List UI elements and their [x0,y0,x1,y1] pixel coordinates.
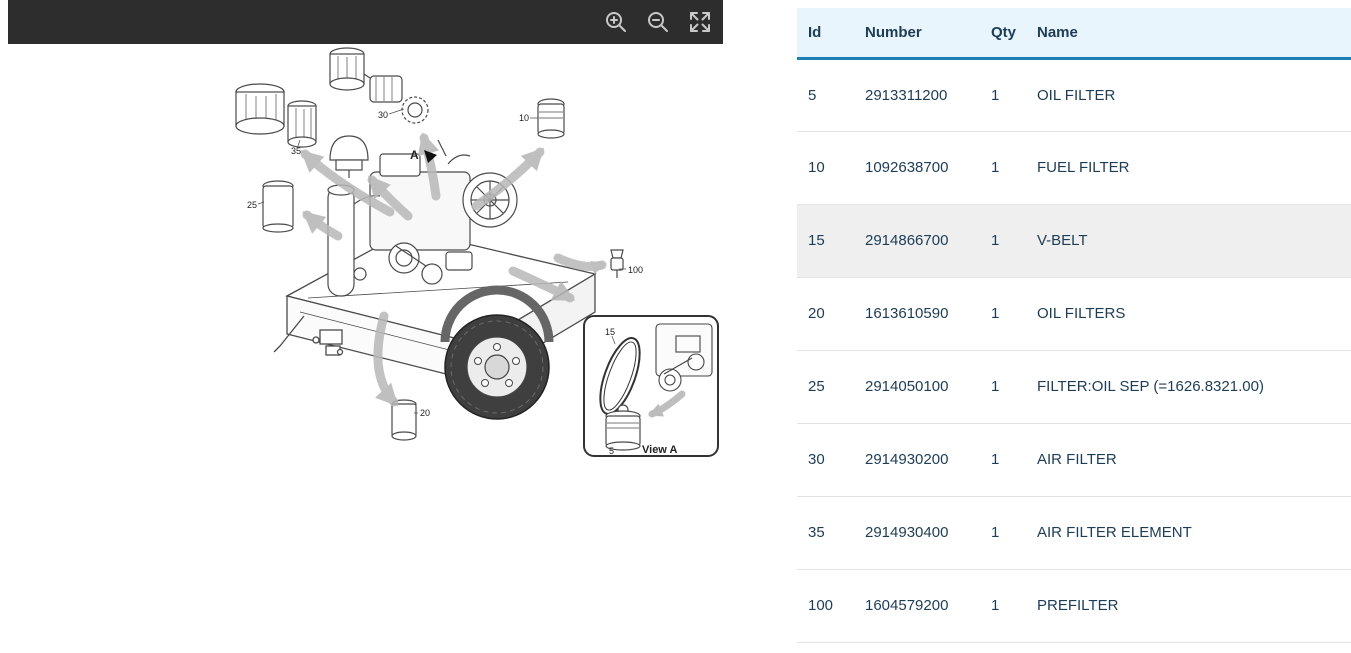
callout-oil-sep-filter: 25 [247,200,257,210]
callout-air-filter-element: 35 [291,146,301,156]
cell-name: V-BELT [1037,204,1351,278]
table-row-selected[interactable]: 15 2914866700 1 V-BELT [797,204,1351,278]
cell-number: 2913311200 [865,58,991,132]
cell-id: 35 [797,496,865,570]
callout-air-filter: 30 [378,110,388,120]
cell-name: OIL FILTERS [1037,277,1351,351]
inset-view-a [583,315,719,457]
cell-id: 15 [797,204,865,278]
exploded-parts-drawing [235,47,624,441]
table-row[interactable]: 10 1092638700 1 FUEL FILTER [797,131,1351,205]
cell-name: AIR FILTER [1037,423,1351,497]
callout-fuel-filter: 10 [519,113,529,123]
diagram-viewer: 30 10 35 25 100 20 15 5 View A A [8,0,723,474]
parts-table: Id Number Qty Name 5 2913311200 1 OIL FI… [797,8,1351,643]
cell-name: FILTER:OIL SEP (=1626.8321.00) [1037,350,1351,424]
column-header-qty: Qty [991,8,1037,60]
marker-a-arrow-icon [424,150,437,163]
table-row[interactable]: 5 2913311200 1 OIL FILTER [797,58,1351,132]
marker-a-label: A [410,148,419,162]
parts-diagram-illustration: 30 10 35 25 100 20 15 5 View A A [235,47,719,457]
cell-number: 1604579200 [865,569,991,643]
cell-qty: 1 [991,131,1037,205]
cell-id: 25 [797,350,865,424]
diagram-toolbar [8,0,723,44]
cell-qty: 1 [991,204,1037,278]
table-row[interactable]: 25 2914050100 1 FILTER:OIL SEP (=1626.83… [797,350,1351,424]
cell-name: FUEL FILTER [1037,131,1351,205]
cell-qty: 1 [991,277,1037,351]
table-row[interactable]: 100 1604579200 1 PREFILTER [797,569,1351,643]
zoom-out-button[interactable] [645,9,671,35]
cell-id: 100 [797,569,865,643]
column-header-number: Number [865,8,991,60]
cell-id: 20 [797,277,865,351]
cell-id: 10 [797,131,865,205]
diagram-callouts: 30 10 35 25 100 20 15 5 View A A [247,108,678,456]
column-header-name: Name [1037,8,1351,60]
zoom-in-icon [606,12,626,32]
cell-qty: 1 [991,58,1037,132]
zoom-in-button[interactable] [603,9,629,35]
cell-name: OIL FILTER [1037,58,1351,132]
view-a-label: View A [642,444,678,456]
diagram-canvas[interactable]: 30 10 35 25 100 20 15 5 View A A [8,44,723,474]
fullscreen-icon [690,12,710,32]
diagram-arrows [300,132,607,407]
parts-panel: Id Number Qty Name 5 2913311200 1 OIL FI… [797,8,1351,643]
table-row[interactable]: 35 2914930400 1 AIR FILTER ELEMENT [797,496,1351,570]
parts-table-header-row: Id Number Qty Name [797,8,1351,60]
wheel-drawing [440,285,554,420]
cell-number: 2914050100 [865,350,991,424]
zoom-out-icon [648,12,668,32]
inset-callout-oil-filter: 5 [609,446,614,456]
column-header-id: Id [797,8,865,60]
inset-callout-v-belt: 15 [605,327,615,337]
cell-number: 2914930200 [865,423,991,497]
cell-qty: 1 [991,496,1037,570]
cell-qty: 1 [991,569,1037,643]
fullscreen-button[interactable] [687,9,713,35]
cell-number: 1092638700 [865,131,991,205]
cell-number: 1613610590 [865,277,991,351]
cell-number: 2914866700 [865,204,991,278]
cell-name: PREFILTER [1037,569,1351,643]
table-row[interactable]: 20 1613610590 1 OIL FILTERS [797,277,1351,351]
cell-qty: 1 [991,423,1037,497]
cell-id: 30 [797,423,865,497]
cell-number: 2914930400 [865,496,991,570]
cell-qty: 1 [991,350,1037,424]
cell-name: AIR FILTER ELEMENT [1037,496,1351,570]
callout-oil-filters: 20 [420,408,430,418]
cell-id: 5 [797,58,865,132]
table-row[interactable]: 30 2914930200 1 AIR FILTER [797,423,1351,497]
callout-prefilter: 100 [628,265,643,275]
